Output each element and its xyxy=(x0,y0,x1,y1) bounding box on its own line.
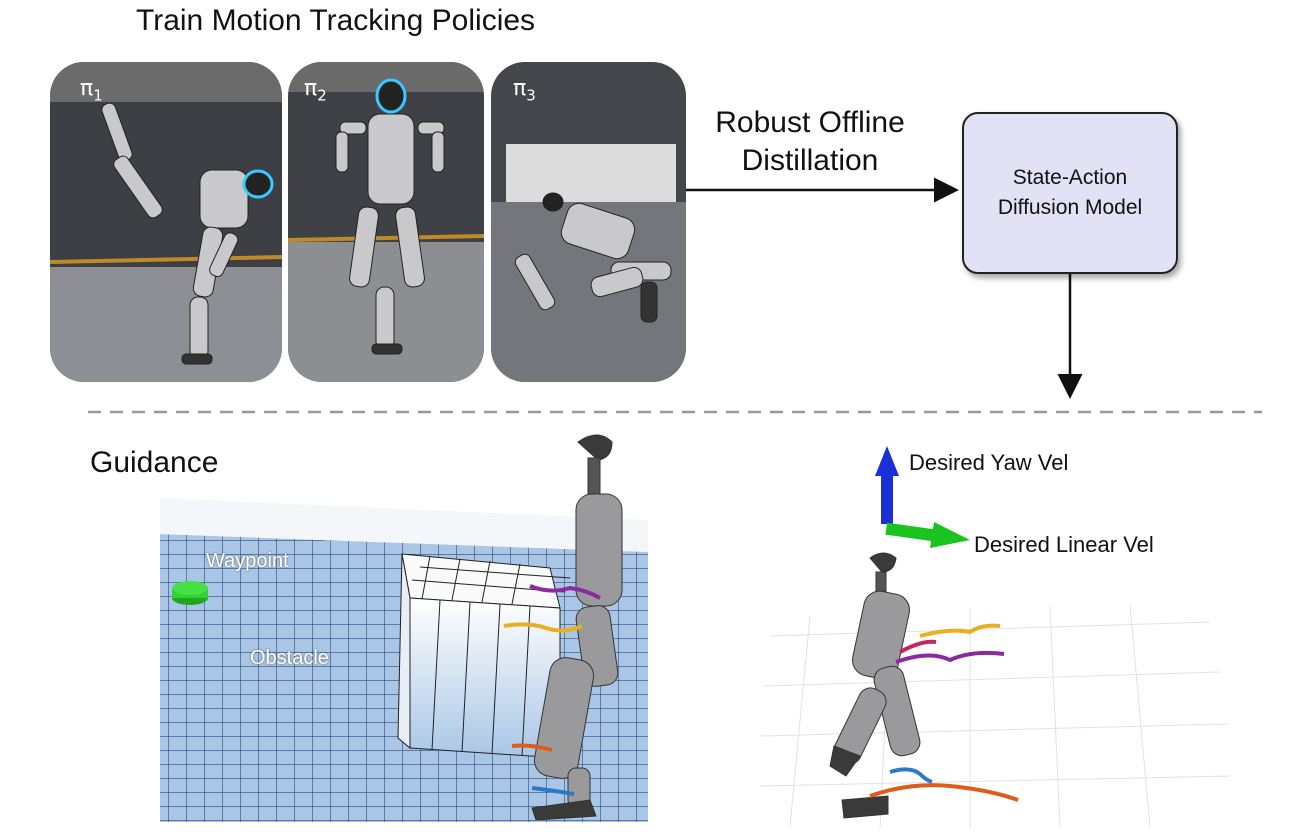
distillation-label-line1: Robust Offline xyxy=(715,106,905,139)
waypoint-label: Waypoint xyxy=(206,550,289,572)
policy-label-1: π1 xyxy=(80,76,103,105)
page-title: Train Motion Tracking Policies xyxy=(136,4,536,37)
velocity-scene xyxy=(759,446,1231,829)
distillation-label: Robust Offline Distillation xyxy=(690,104,930,180)
policy-photo-1: π1 xyxy=(50,62,282,382)
diffusion-model-box: State-Action Diffusion Model xyxy=(962,112,1178,274)
linear-velocity-arrow xyxy=(885,522,937,542)
obstacle-scene xyxy=(160,434,648,822)
policy-label-2: π2 xyxy=(304,76,327,105)
obstacle-label: Obstacle xyxy=(250,647,329,669)
yaw-velocity-arrow xyxy=(881,472,893,524)
policy-photo-2: π2 xyxy=(288,62,484,382)
linear-velocity-label: Desired Linear Vel xyxy=(974,532,1154,557)
model-label-line2: Diffusion Model xyxy=(997,196,1143,219)
policy-label-3: π3 xyxy=(513,76,536,105)
yaw-velocity-label: Desired Yaw Vel xyxy=(909,450,1069,475)
distillation-label-line2: Distillation xyxy=(741,144,879,177)
policy-photo-3: π3 xyxy=(491,62,686,382)
model-label-line1: State-Action xyxy=(1012,166,1128,189)
guidance-label: Guidance xyxy=(90,446,219,479)
